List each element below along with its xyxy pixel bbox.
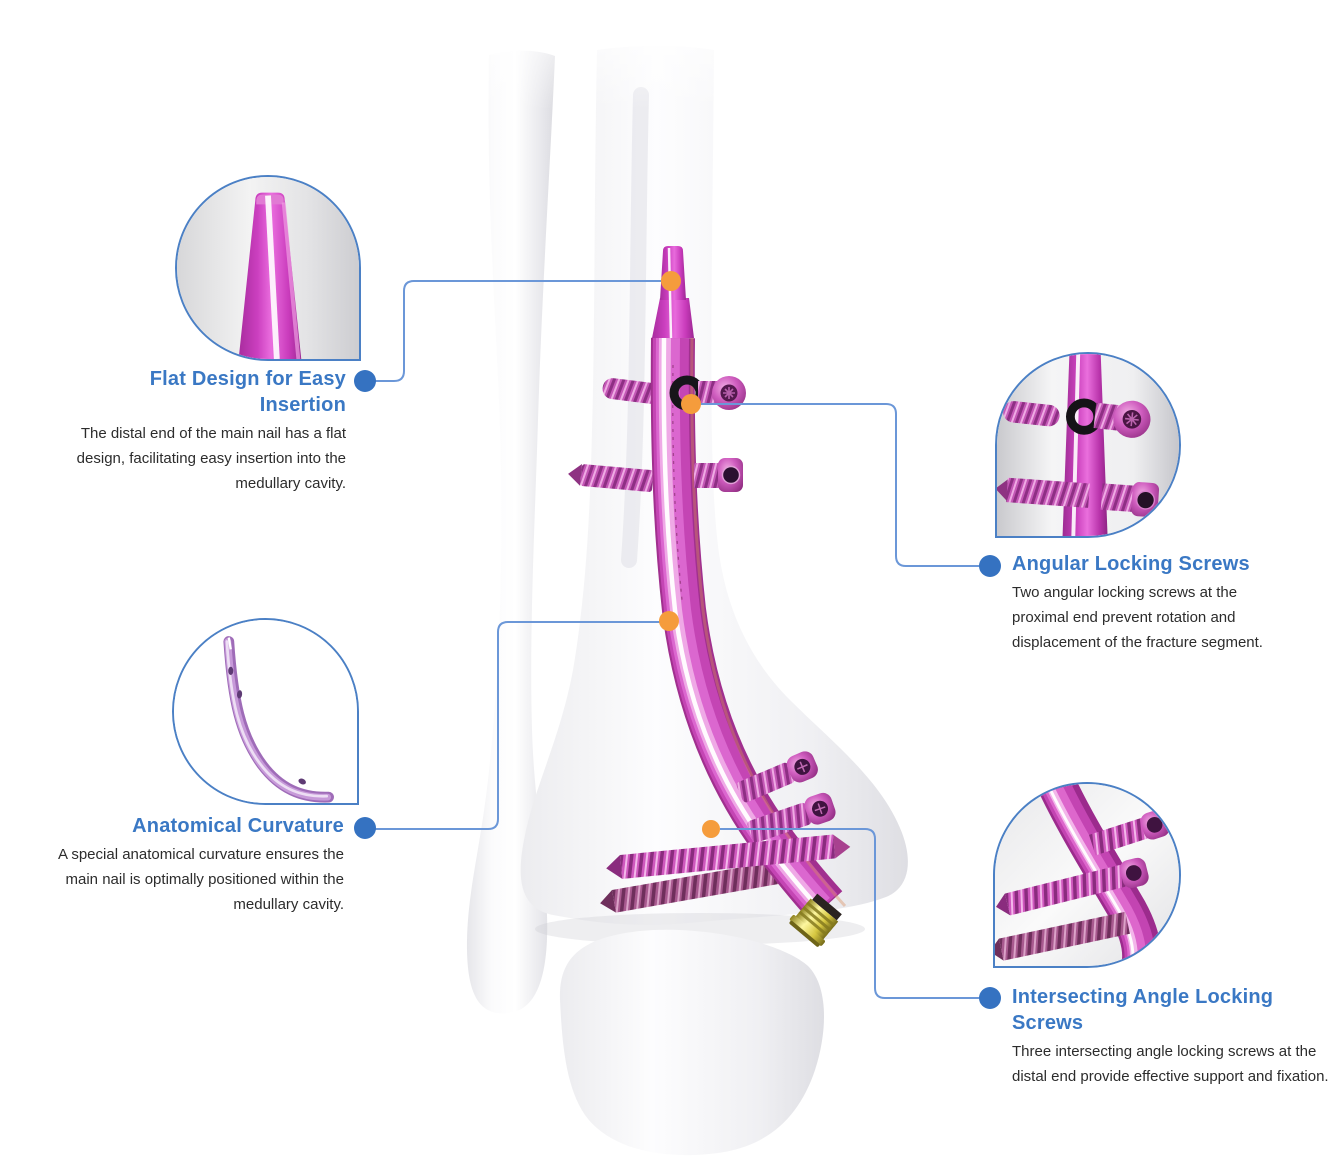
inset-anatomical-curvature <box>172 618 359 805</box>
callout-angular-locking: Angular Locking Screws Two angular locki… <box>1012 551 1280 655</box>
callout-anatomical-curvature-body: A special anatomical curvature ensures t… <box>58 846 344 913</box>
distal-screw-4 <box>600 860 782 913</box>
tibia-crest-shading <box>621 87 649 568</box>
nail-slot-notch <box>227 637 232 650</box>
screws-behind-nail <box>568 378 782 913</box>
callout-flat-design-body: The distal end of the main nail has a fl… <box>76 425 346 492</box>
callout-dot-flat-design <box>354 370 376 392</box>
connector-angular <box>700 403 979 567</box>
callout-flat-design: Flat Design for Easy Insertion The dista… <box>70 366 346 496</box>
nail-tip-specular <box>667 247 673 339</box>
callout-angular-locking-body: Two angular locking screws at the proxim… <box>1012 584 1263 651</box>
callout-intersecting-locking: Intersecting Angle Locking Screws Three … <box>1012 984 1334 1089</box>
gold-end-cap <box>789 893 842 947</box>
angular-screws-magnified-image <box>997 354 1179 536</box>
proximal-screw-1-shaft <box>602 378 665 405</box>
intersecting-screws-magnified-image <box>995 784 1179 966</box>
anchor-dot-angular-screws <box>681 394 701 414</box>
distal-screw-3 <box>606 834 851 879</box>
bone-group <box>430 0 908 1156</box>
callout-dot-angular <box>979 555 1001 577</box>
callout-dot-curvature <box>354 817 376 839</box>
magnified-distal-nail <box>1035 784 1162 966</box>
talus-bone <box>559 929 825 1156</box>
fibula-bone <box>466 50 555 1014</box>
callout-intersecting-locking-title: Intersecting Angle Locking Screws <box>1012 986 1274 1034</box>
callout-dots <box>354 370 1001 1009</box>
curved-nail-profile-image <box>174 620 357 803</box>
magnified-screw-3 <box>995 911 1130 961</box>
nail-hole-1 <box>228 666 234 675</box>
connector-curvature <box>374 621 660 830</box>
distal-screw-2 <box>747 792 836 843</box>
callout-dot-intersecting <box>979 987 1001 1009</box>
distal-screw-1 <box>736 751 818 803</box>
magnified-nail-edge-light <box>281 202 301 359</box>
inset-flat-nail-tip <box>175 175 361 361</box>
callout-anatomical-curvature-title: Anatomical Curvature <box>132 815 344 837</box>
flat-nail-tip-magnified-image <box>177 177 359 359</box>
proximal-screw-2-shaft <box>568 464 654 492</box>
magnified-screw-2 <box>996 857 1149 916</box>
anchor-dot-nail-tip <box>661 271 681 291</box>
callout-angular-locking-title: Angular Locking Screws <box>1012 553 1250 575</box>
inset-angular-locking-screws <box>995 352 1181 538</box>
proximal-screw-2-socket <box>722 466 740 484</box>
screws-front-of-nail <box>606 375 851 879</box>
inset-intersecting-locking-screws <box>993 782 1181 968</box>
magnified-nail-specular <box>265 195 280 359</box>
magnified-lower-screw <box>997 477 1160 518</box>
callout-flat-design-title: Flat Design for Easy Insertion <box>149 368 346 416</box>
tibia-bone <box>520 45 908 925</box>
nail-hole-3 <box>298 778 306 785</box>
figure-anchor-dots <box>659 271 720 838</box>
connector-lines <box>374 280 979 999</box>
callout-anatomical-curvature: Anatomical Curvature A special anatomica… <box>48 813 344 917</box>
curved-nail-profile <box>223 636 335 803</box>
magnified-upper-screw-shaft <box>1003 401 1060 427</box>
callout-intersecting-locking-body: Three intersecting angle locking screws … <box>1012 1043 1329 1085</box>
magnified-upper-screw-head <box>1093 400 1151 438</box>
connector-intersecting <box>720 828 979 999</box>
magnified-nail-body <box>1062 354 1108 536</box>
nail-hole-2 <box>236 690 243 699</box>
anchor-dot-distal-screws <box>702 820 720 838</box>
anchor-dot-nail-curve <box>659 611 679 631</box>
connector-flat-design <box>374 280 662 382</box>
proximal-screw-2-socket-ring <box>721 465 741 485</box>
proximal-screw-1-socket-star <box>723 387 735 399</box>
proximal-screw-2-neck <box>694 463 720 488</box>
bone-top-fade <box>430 0 790 110</box>
magnified-screw-1 <box>1088 809 1170 856</box>
nail-transition <box>652 298 694 338</box>
